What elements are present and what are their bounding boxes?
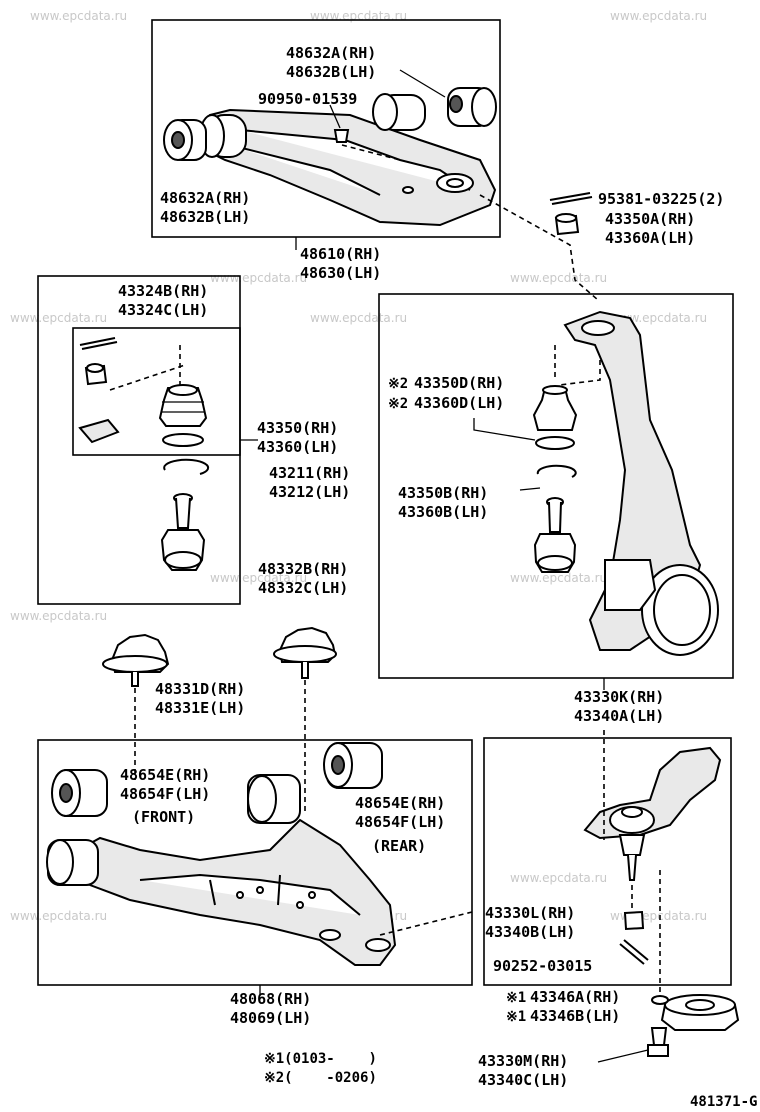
- ball-joint-box: [37, 275, 241, 605]
- mark-note1-b: ※1: [506, 1009, 526, 1025]
- upper-arm-drawing: [163, 69, 497, 227]
- lower-arm-drawing: [46, 742, 473, 966]
- label-43350A-rh: 43350A(RH): [605, 210, 695, 228]
- label-90252-03015: 90252-03015: [493, 957, 592, 975]
- label-90950-01539: 90950-01539: [258, 90, 357, 108]
- label-95381-03225: 95381-03225(2): [598, 190, 724, 208]
- ball-joint-drawing: [78, 337, 258, 571]
- label-43346B-lh: 43346B(LH): [530, 1007, 620, 1025]
- label-43324B-rh: 43324B(RH): [118, 282, 208, 300]
- label-43360B-lh: 43360B(LH): [398, 503, 488, 521]
- label-48654F-lh-rear: 48654F(LH): [355, 813, 445, 831]
- mark-note2-b: ※2: [388, 396, 408, 412]
- label-43360A-lh: 43360A(LH): [605, 229, 695, 247]
- label-48630-lh: 48630(LH): [300, 264, 381, 282]
- front-tag: (FRONT): [132, 808, 195, 826]
- watermark: www.epcdata.ru: [310, 311, 407, 325]
- label-48332B-rh: 48332B(RH): [258, 560, 348, 578]
- watermark: www.epcdata.ru: [10, 609, 107, 623]
- label-48331E-lh: 48331E(LH): [155, 699, 245, 717]
- note-1: ※1(0103- ): [264, 1051, 377, 1067]
- label-43350D-rh: 43350D(RH): [414, 374, 504, 392]
- label-43330L-rh: 43330L(RH): [485, 904, 575, 922]
- watermark: www.epcdata.ru: [210, 571, 307, 585]
- watermark: www.epcdata.ru: [510, 271, 607, 285]
- lower-arm-box: [37, 739, 473, 986]
- label-43212-lh: 43212(LH): [269, 483, 350, 501]
- label-48332C-lh: 48332C(LH): [258, 579, 348, 597]
- label-43350-rh: 43350(RH): [257, 419, 338, 437]
- watermark: www.epcdata.ru: [30, 9, 127, 23]
- upper-arm-box: [151, 19, 501, 238]
- label-48610-rh: 48610(RH): [300, 245, 381, 263]
- label-43340B-lh: 43340B(LH): [485, 923, 575, 941]
- lower-ball-joint-box: [483, 737, 732, 986]
- label-43324C-lh: 43324C(LH): [118, 301, 208, 319]
- watermark: www.epcdata.ru: [310, 9, 407, 23]
- label-43211-rh: 43211(RH): [269, 464, 350, 482]
- label-43350B-rh: 43350B(RH): [398, 484, 488, 502]
- label-48068-rh: 48068(RH): [230, 990, 311, 1008]
- mark-note2-a: ※2: [388, 376, 408, 392]
- label-43340C-lh: 43340C(LH): [478, 1071, 568, 1089]
- label-48632B-lh-left: 48632B(LH): [160, 208, 250, 226]
- label-48069-lh: 48069(LH): [230, 1009, 311, 1027]
- watermark: www.epcdata.ru: [510, 871, 607, 885]
- knuckle-box: [378, 293, 734, 679]
- label-43346A-rh: 43346A(RH): [530, 988, 620, 1006]
- watermark: www.epcdata.ru: [510, 571, 607, 585]
- label-48632A-rh-left: 48632A(RH): [160, 189, 250, 207]
- watermark: www.epcdata.ru: [10, 311, 107, 325]
- note-2: ※2( -0206): [264, 1070, 377, 1086]
- label-48654E-rh-rear: 48654E(RH): [355, 794, 445, 812]
- label-48654F-lh-front: 48654F(LH): [120, 785, 210, 803]
- label-48331D-rh: 48331D(RH): [155, 680, 245, 698]
- label-48632B-lh-top: 48632B(LH): [286, 63, 376, 81]
- watermark: www.epcdata.ru: [210, 271, 307, 285]
- label-48654E-rh-front: 48654E(RH): [120, 766, 210, 784]
- label-43360D-lh: 43360D(LH): [414, 394, 504, 412]
- watermark: www.epcdata.ru: [610, 311, 707, 325]
- cover-and-nut: [597, 994, 740, 1063]
- knuckle-drawing: [473, 310, 719, 656]
- label-43330K-rh: 43330K(RH): [574, 688, 664, 706]
- ball-joint-kit-inner-box: [72, 327, 241, 456]
- diagram-code: 481371-G: [690, 1094, 757, 1110]
- label-43340A-lh: 43340A(LH): [574, 707, 664, 725]
- bump-stoppers: [102, 626, 337, 815]
- cotter-pin-and-nut: [479, 192, 599, 301]
- watermark: www.epcdata.ru: [10, 909, 107, 923]
- mark-note1-a: ※1: [506, 990, 526, 1006]
- lower-ball-joint-drawing: [583, 730, 722, 1000]
- watermark: www.epcdata.ru: [610, 9, 707, 23]
- label-48632A-rh-top: 48632A(RH): [286, 44, 376, 62]
- label-43360-lh: 43360(LH): [257, 438, 338, 456]
- label-43330M-rh: 43330M(RH): [478, 1052, 568, 1070]
- rear-tag: (REAR): [372, 837, 426, 855]
